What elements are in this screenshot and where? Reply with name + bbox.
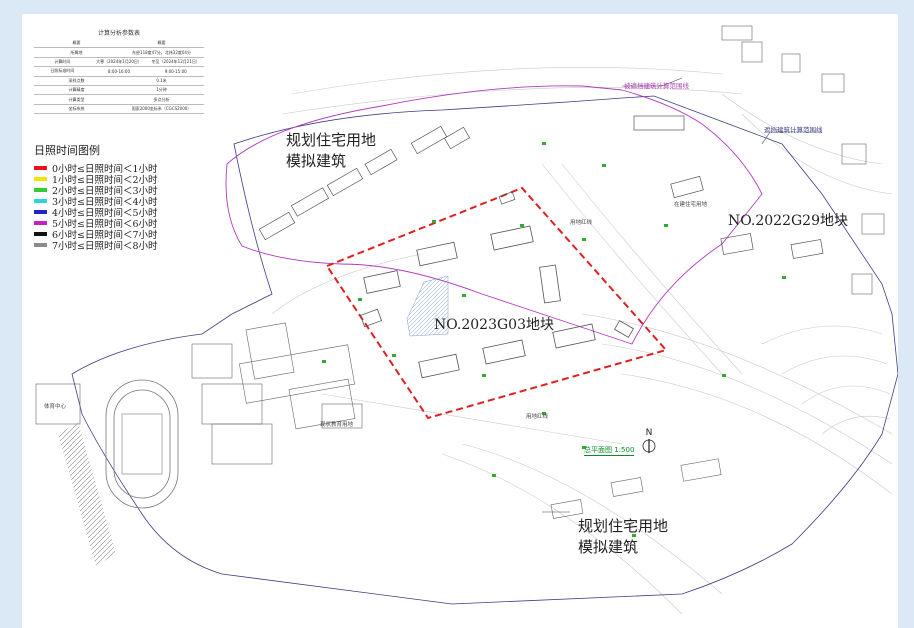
sample-points bbox=[322, 142, 786, 537]
legend-item: 2小时≤日照时间＜3小时 bbox=[34, 184, 158, 197]
plot-2022-label: NO.2022G29地块 bbox=[728, 213, 848, 229]
context-buildings bbox=[35, 25, 885, 519]
planned-residential-buildings-top bbox=[258, 115, 824, 259]
sports-center-label: 体育中心 bbox=[44, 404, 67, 410]
running-track bbox=[105, 379, 179, 509]
legend-swatch bbox=[34, 176, 47, 181]
calc-parameter-table: 计算分析参数表 概要概要 所属地东经118度47分，北纬32度04分 计算时间大… bbox=[34, 28, 204, 115]
legend-title: 日照时间图例 bbox=[34, 144, 100, 157]
legend-swatch bbox=[34, 187, 47, 192]
legend-item: 3小时≤日照时间＜4小时 bbox=[34, 195, 158, 208]
legend-swatch bbox=[34, 231, 47, 236]
table-row: 坐标系统国家2000坐标系（CGCS2000） bbox=[34, 105, 204, 115]
existing-education-label: 现状教育用地 bbox=[320, 422, 354, 428]
legend-swatch bbox=[34, 209, 47, 214]
site-plan-drawing bbox=[35, 25, 898, 615]
calc-table-title: 计算分析参数表 bbox=[97, 30, 140, 37]
sunshine-legend: 日照时间图例 0小时≤日照时间＜1小时 1小时≤日照时间＜2小时 2小时≤日照时… bbox=[34, 142, 158, 252]
table-row: 计算时间大寒（2024年1月20日）冬至（2024年12月21日） bbox=[34, 58, 204, 68]
leader-lines bbox=[542, 77, 822, 513]
table-row: 所属地东经118度47分，北纬32度04分 bbox=[34, 48, 204, 58]
legend-item: 5小时≤日照时间＜6小时 bbox=[34, 217, 158, 230]
legend-item: 0小时≤日照时间＜1小时 bbox=[34, 162, 158, 175]
land-red-line-label: 用地红线 bbox=[526, 414, 549, 420]
legend-item: 1小时≤日照时间＜2小时 bbox=[34, 173, 158, 186]
under-construction-label: 在建住宅用地 bbox=[674, 202, 708, 208]
planned-residential-label-top: 规划住宅用地 模拟建筑 bbox=[286, 131, 377, 170]
road-lines bbox=[271, 67, 893, 615]
north-label: N bbox=[645, 428, 653, 438]
land-red-line-label: 用地红线 bbox=[570, 220, 593, 226]
planned-residential-label-bottom: 规划住宅用地 模拟建筑 bbox=[578, 517, 669, 556]
legend-swatch bbox=[34, 198, 47, 203]
site-red-line bbox=[325, 186, 668, 420]
map-sheet: 计算分析参数表 概要概要 所属地东经118度47分，北纬32度04分 计算时间大… bbox=[22, 14, 898, 628]
table-row: 概要概要 bbox=[34, 39, 204, 49]
shading-range-line bbox=[71, 95, 898, 605]
legend-item: 6小时≤日照时间＜7小时 bbox=[34, 228, 158, 241]
legend-swatch bbox=[34, 165, 47, 170]
shading-range-label: 遮挡建筑计算范围线 bbox=[764, 126, 823, 134]
north-arrow: N bbox=[642, 428, 656, 457]
legend-item: 7小时≤日照时间＜8小时 bbox=[34, 239, 158, 252]
site-buildings bbox=[359, 225, 634, 379]
shaded-range-line bbox=[225, 85, 763, 345]
north-arrow-icon bbox=[642, 439, 656, 453]
legend-swatch bbox=[34, 242, 47, 247]
legend-item: 4小时≤日照时间＜5小时 bbox=[34, 206, 158, 219]
hatched-strip bbox=[58, 422, 116, 566]
shaded-range-label: 被遮挡建筑计算范围线 bbox=[624, 82, 689, 90]
legend-swatch bbox=[34, 220, 47, 225]
scale-label: 总平面图 1:500 bbox=[584, 446, 635, 456]
hatched-area bbox=[406, 275, 449, 337]
table-row: 计算类型多点分析 bbox=[34, 95, 204, 105]
plot-2023-label: NO.2023G03地块 bbox=[434, 317, 554, 333]
